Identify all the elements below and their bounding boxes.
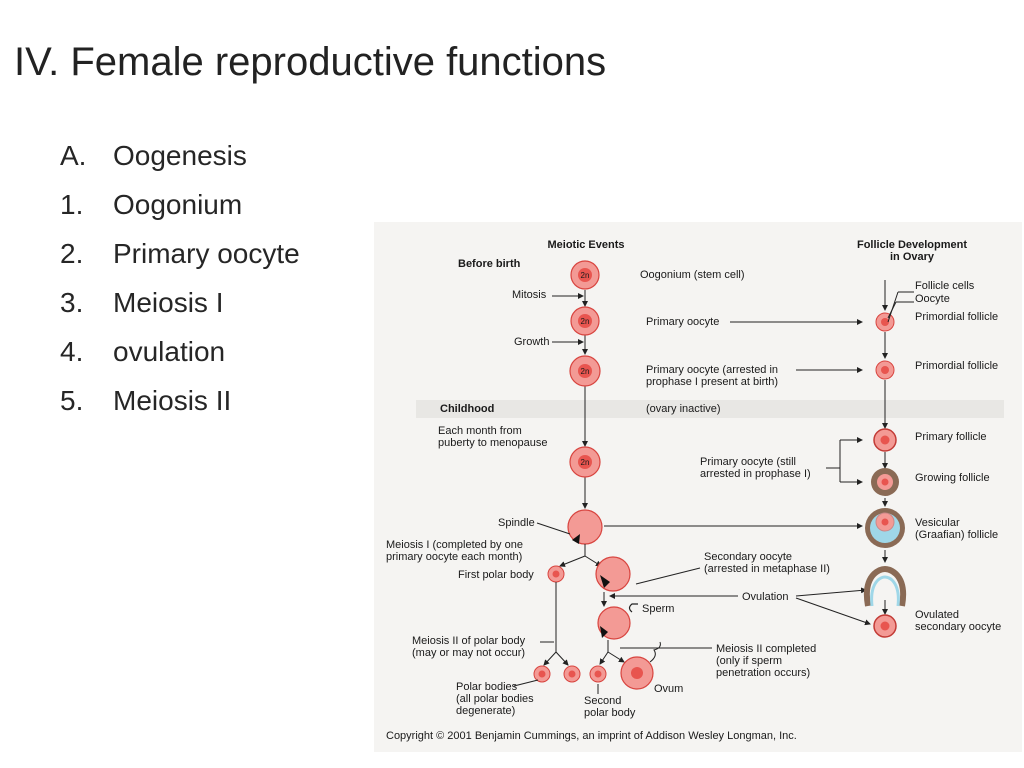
polar-body-cell: [563, 665, 581, 683]
ovulated-label-1: Ovulated: [915, 609, 959, 621]
ovary-inactive-label: (ovary inactive): [646, 403, 721, 415]
primary-follicle-label: Primary follicle: [915, 431, 987, 443]
meiosis-one-cell: [567, 509, 603, 545]
slide-title: IV. Female reproductive functions: [14, 40, 607, 84]
spindle-label: Spindle: [498, 517, 535, 529]
ovulated-label-2: secondary oocyte: [915, 621, 1001, 633]
ovum-label: Ovum: [654, 683, 683, 695]
meiosis-two-polar-label-1: Meiosis II of polar body: [412, 635, 526, 647]
primary-still-label-2: arrested in prophase I): [700, 468, 811, 480]
primordial-follicle-2: [875, 360, 895, 380]
outline-text: ovulation: [113, 336, 226, 367]
vesicular-follicle-label-1: Vesicular: [915, 517, 960, 529]
primordial-follicle-1: [875, 312, 895, 332]
childhood-label: Childhood: [440, 403, 494, 415]
meiosis-one-label-2: primary oocyte each month): [386, 551, 522, 563]
cell-ploidy: 2n: [581, 317, 590, 326]
primary-oocyte-label: Primary oocyte: [646, 316, 719, 328]
vesicular-follicle-label-2: (Graafian) follicle: [915, 529, 998, 541]
outline-item: 5. Meiosis II: [60, 381, 300, 430]
oogenesis-diagram: Meiotic Events Follicle Development in O…: [386, 239, 1004, 742]
ruptured-follicle: [863, 566, 907, 607]
vesicular-follicle: [865, 508, 905, 548]
meiosis-one-label-1: Meiosis I (completed by one: [386, 539, 523, 551]
follicle-cells-label: Follicle cells: [915, 280, 975, 292]
ovulated-secondary-oocyte: [873, 614, 897, 638]
header-meiotic-events: Meiotic Events: [547, 239, 624, 251]
fertilization-cell: [597, 606, 631, 640]
primary-still-label-1: Primary oocyte (still: [700, 456, 796, 468]
sperm-label: Sperm: [642, 603, 674, 615]
first-polar-body-cell: [547, 565, 565, 583]
outline-label: A.: [60, 140, 87, 171]
primary-oocyte-cell-1: 2n: [570, 306, 600, 336]
outline-text: Oogonium: [113, 189, 243, 220]
meiosis-two-completed-label-3: penetration occurs): [716, 667, 810, 679]
primary-oocyte-cell-3: 2n: [569, 446, 601, 478]
growing-follicle: [871, 468, 899, 496]
primary-oocyte-cell-2: 2n: [569, 355, 601, 387]
meiosis-two-completed-label-2: (only if sperm: [716, 655, 782, 667]
outline-item: 3. Meiosis I: [60, 283, 300, 332]
secondary-oocyte-label-2: (arrested in metaphase II): [704, 563, 830, 575]
outline-item: 4. ovulation: [60, 332, 300, 381]
primary-arrested-label-2: prophase I present at birth): [646, 376, 778, 388]
secondary-oocyte-cell: [595, 556, 631, 592]
copyright-text: Copyright © 2001 Benjamin Cummings, an i…: [386, 730, 797, 742]
second-polar-body-cell: [589, 665, 607, 683]
first-polar-body-label: First polar body: [458, 569, 534, 581]
oogenesis-figure: Meiotic Events Follicle Development in O…: [374, 222, 1022, 752]
before-birth-label: Before birth: [458, 258, 521, 270]
childhood-band: [416, 400, 1004, 418]
second-polar-body-label-2: polar body: [584, 707, 636, 719]
polar-body-cell: [533, 665, 551, 683]
growing-follicle-label: Growing follicle: [915, 472, 990, 484]
oogonium-cell: 2n: [570, 260, 600, 290]
outline-item: A. Oogenesis: [60, 136, 300, 185]
mitosis-label: Mitosis: [512, 289, 547, 301]
outline-label: 4.: [60, 336, 84, 367]
ovum-cell: [620, 656, 654, 690]
outline-item: 2. Primary oocyte: [60, 234, 300, 283]
primary-arrested-label-1: Primary oocyte (arrested in: [646, 364, 778, 376]
polar-bodies-label-1: Polar bodies: [456, 681, 518, 693]
cell-ploidy: 2n: [581, 458, 590, 467]
oogonium-label: Oogonium (stem cell): [640, 269, 745, 281]
primary-follicle: [873, 428, 897, 452]
outline-text: Meiosis I: [113, 287, 224, 318]
primordial-follicle-label: Primordial follicle: [915, 311, 998, 323]
meiosis-two-completed-label-1: Meiosis II completed: [716, 643, 816, 655]
cell-ploidy: 2n: [581, 271, 590, 280]
outline-text: Primary oocyte: [113, 238, 300, 269]
secondary-oocyte-label-1: Secondary oocyte: [704, 551, 792, 563]
outline-text: Meiosis II: [113, 385, 232, 416]
outline-label: 2.: [60, 238, 84, 269]
sperm-tail-icon: [649, 641, 661, 663]
each-month-label-2: puberty to menopause: [438, 437, 547, 449]
outline-label: 1.: [60, 189, 84, 220]
outline-item: 1. Oogonium: [60, 185, 300, 234]
polar-bodies-label-3: degenerate): [456, 705, 515, 717]
primordial-follicle-label-2: Primordial follicle: [915, 360, 998, 372]
header-follicle-2: in Ovary: [890, 251, 935, 263]
second-polar-body-label-1: Second: [584, 695, 621, 707]
sperm-icon: [628, 603, 638, 613]
growth-label: Growth: [514, 336, 549, 348]
outline-label: 3.: [60, 287, 84, 318]
meiosis-two-polar-label-2: (may or may not occur): [412, 647, 525, 659]
polar-bodies-label-2: (all polar bodies: [456, 693, 534, 705]
outline-text: Oogenesis: [113, 140, 247, 171]
header-follicle-1: Follicle Development: [857, 239, 967, 251]
outline-list: A.Oogenesis 1.Oogonium 2.Primary oocyte …: [60, 136, 300, 430]
each-month-label-1: Each month from: [438, 425, 522, 437]
ovulation-label: Ovulation: [742, 591, 788, 603]
outline-label: 5.: [60, 385, 84, 416]
oocyte-label: Oocyte: [915, 293, 950, 305]
cell-ploidy: 2n: [581, 367, 590, 376]
